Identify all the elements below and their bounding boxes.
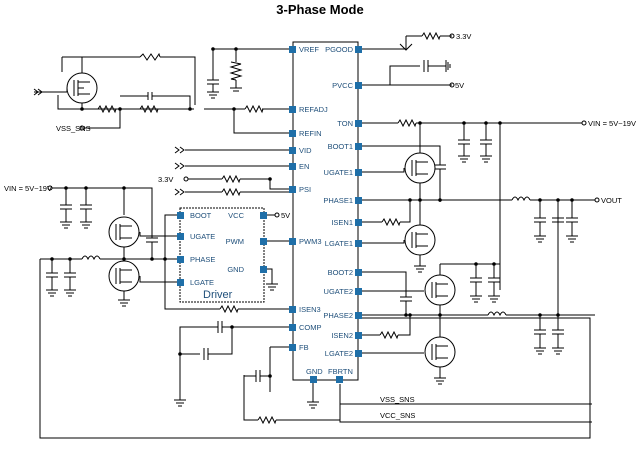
pin-isen3 bbox=[289, 306, 296, 313]
controller-left-pins bbox=[289, 46, 296, 351]
vcc-sns: VCC_SNS bbox=[380, 411, 415, 420]
vss-sns-left: VSS_SNS bbox=[56, 124, 91, 133]
pin-lgate1 bbox=[355, 240, 362, 247]
driver-ic bbox=[179, 207, 265, 303]
pin-ugate1 bbox=[355, 169, 362, 176]
driver-label-pwm: PWM bbox=[226, 237, 244, 246]
label-psi: PSI bbox=[299, 185, 311, 194]
label-isen1: ISEN1 bbox=[331, 218, 353, 227]
fet-phase2-high bbox=[424, 274, 456, 306]
label-phase2: PHASE2 bbox=[323, 311, 353, 320]
label-en: EN bbox=[299, 162, 309, 171]
driver-label-ugate: UGATE bbox=[190, 232, 215, 241]
controller-right-pin-labels: PGOOD PVCC TON BOOT1 UGATE1 PHASE1 ISEN1… bbox=[323, 45, 353, 358]
label-isen2: ISEN2 bbox=[331, 331, 353, 340]
driver-pin-ugate bbox=[177, 233, 184, 240]
pin-pvcc bbox=[355, 82, 362, 89]
label-refadj: REFADJ bbox=[299, 105, 328, 114]
driver-pin-gnd bbox=[260, 266, 267, 273]
pin-isen2 bbox=[355, 332, 362, 339]
label-phase1: PHASE1 bbox=[323, 196, 353, 205]
driver-pin-boot bbox=[177, 212, 184, 219]
pin-isen1 bbox=[355, 219, 362, 226]
driver-label-gnd: GND bbox=[227, 265, 244, 274]
label-boot1: BOOT1 bbox=[328, 142, 353, 151]
driver-vcc-label: 5V bbox=[281, 211, 290, 220]
fet-phase1-low bbox=[404, 224, 436, 256]
pin-ugate2 bbox=[355, 288, 362, 295]
pin-ton bbox=[355, 120, 362, 127]
pin-vid bbox=[289, 147, 296, 154]
vin-left-label: VIN = 5V~19V bbox=[4, 184, 52, 193]
label-pwm3: PWM3 bbox=[299, 237, 322, 246]
driver-label-phase: PHASE bbox=[190, 255, 215, 264]
pvcc-5v-label: 5V bbox=[455, 81, 464, 90]
pin-en bbox=[289, 163, 296, 170]
label-ton: TON bbox=[337, 119, 353, 128]
fet-left-high bbox=[108, 216, 140, 248]
label-pgood: PGOOD bbox=[325, 45, 354, 54]
driver-label-vcc: VCC bbox=[228, 211, 244, 220]
pin-phase1 bbox=[355, 197, 362, 204]
pin-fb bbox=[289, 344, 296, 351]
label-lgate1: LGATE1 bbox=[325, 239, 353, 248]
driver-label-lgate: LGATE bbox=[190, 278, 214, 287]
label-refin: REFIN bbox=[299, 129, 322, 138]
label-isen3: ISEN3 bbox=[299, 305, 321, 314]
pin-comp bbox=[289, 324, 296, 331]
pin-lgate2 bbox=[355, 350, 362, 357]
vin-right-label: VIN = 5V~19V bbox=[588, 119, 636, 128]
driver-pin-lgate bbox=[177, 279, 184, 286]
label-boot2: BOOT2 bbox=[328, 268, 353, 277]
pin-boot1 bbox=[355, 143, 362, 150]
psi-3v3-label: 3.3V bbox=[158, 175, 173, 184]
label-vref: VREF bbox=[299, 45, 319, 54]
label-vid: VID bbox=[299, 146, 312, 155]
pin-boot2 bbox=[355, 269, 362, 276]
label-ugate2: UGATE2 bbox=[324, 287, 353, 296]
controller-left-pin-labels: VREF REFADJ REFIN VID EN PSI ISEN3 COMP … bbox=[299, 45, 328, 352]
vout-label: VOUT bbox=[601, 196, 622, 205]
pin-psi bbox=[289, 186, 296, 193]
driver-pin-pwm bbox=[260, 238, 267, 245]
pin-phase2 bbox=[355, 312, 362, 319]
label-pvcc: PVCC bbox=[332, 81, 353, 90]
fet-phase1-high bbox=[404, 152, 436, 184]
pin-gnd bbox=[310, 376, 317, 383]
vss-sns-bottom: VSS_SNS bbox=[380, 395, 415, 404]
label-fb: FB bbox=[299, 343, 309, 352]
label-ugate1: UGATE1 bbox=[324, 168, 353, 177]
label-comp: COMP bbox=[299, 323, 322, 332]
pgood-3v3-label: 3.3V bbox=[456, 32, 471, 41]
driver-name: Driver bbox=[203, 289, 233, 301]
controller-ic bbox=[292, 41, 359, 381]
pin-refin bbox=[289, 130, 296, 137]
controller-right-pins bbox=[355, 46, 362, 357]
pin-fbrtn bbox=[336, 376, 343, 383]
fet-phase2-low bbox=[424, 336, 456, 368]
pin-vref bbox=[289, 46, 296, 53]
page-title: 3-Phase Mode bbox=[276, 2, 364, 17]
driver-label-boot: BOOT bbox=[190, 211, 212, 220]
label-lgate2: LGATE2 bbox=[325, 349, 353, 358]
driver-pin-vcc bbox=[260, 212, 267, 219]
fet-left-low bbox=[108, 260, 140, 292]
pin-pwm3 bbox=[289, 238, 296, 245]
pin-pgood bbox=[355, 46, 362, 53]
pin-refadj bbox=[289, 106, 296, 113]
driver-pin-phase bbox=[177, 256, 184, 263]
junction-dots bbox=[50, 47, 574, 378]
label-fbrtn: FBRTN bbox=[328, 367, 353, 376]
label-gnd: GND bbox=[306, 367, 323, 376]
